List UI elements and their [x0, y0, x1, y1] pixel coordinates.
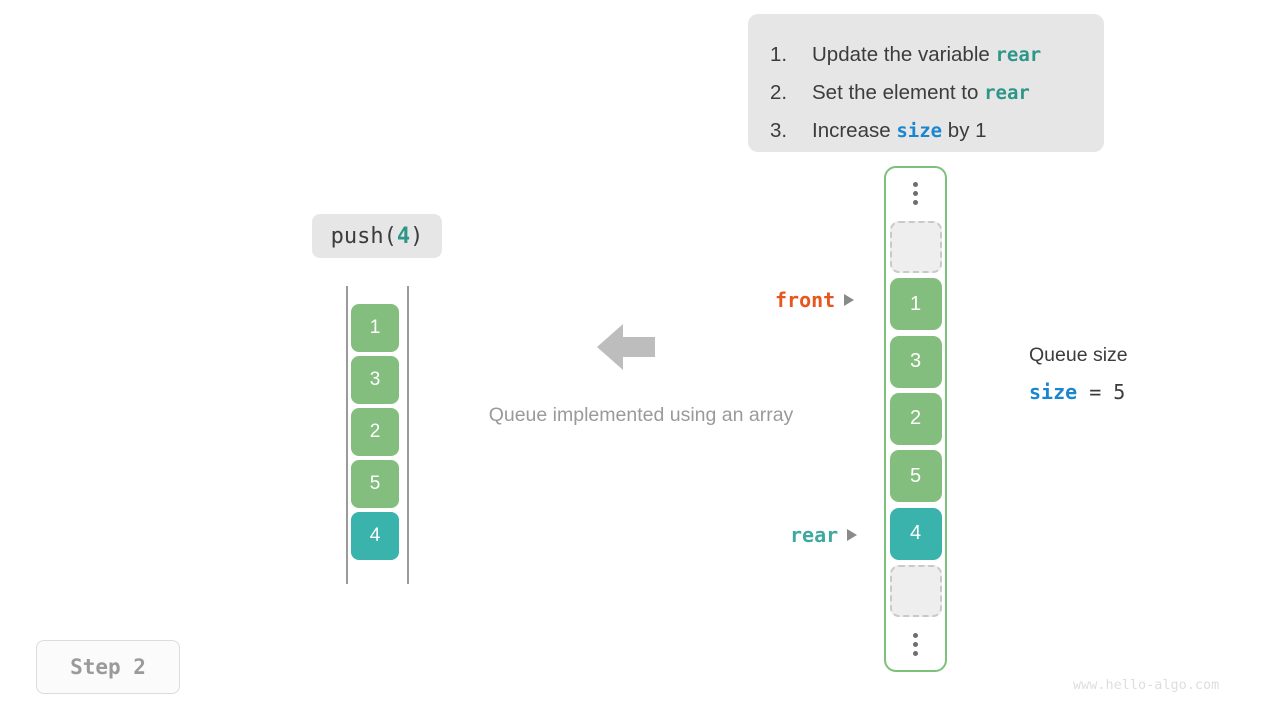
array-container: 1 3 2 5 4 [884, 166, 947, 672]
queue-cell: 2 [351, 408, 399, 456]
rear-pointer-label: rear [790, 523, 839, 547]
instruction-item: 1. Update the variable rear [748, 36, 1104, 74]
empty-cell [889, 221, 942, 274]
instruction-number: 1. [770, 43, 788, 66]
front-pointer-label: front [775, 288, 836, 312]
instruction-text: Increase [812, 119, 897, 142]
size-variable: size [1029, 380, 1078, 404]
instruction-number: 2. [770, 81, 788, 104]
instruction-item: 2. Set the element to rear [748, 74, 1104, 112]
arrow-right-icon [844, 294, 855, 306]
queue-cell: 5 [351, 460, 399, 508]
operation-close-paren: ) [410, 223, 424, 249]
queue-cell: 1 [351, 304, 399, 352]
array-slot: 4 [889, 505, 942, 562]
queue-size-title: Queue size [1029, 344, 1128, 366]
array-cell: 2 [889, 392, 942, 445]
watermark: www.hello-algo.com [1073, 677, 1220, 693]
operation-argument: 4 [396, 223, 411, 249]
size-value: = 5 [1077, 380, 1126, 404]
array-slot-empty [889, 218, 942, 275]
instruction-text-tail: by 1 [942, 119, 987, 142]
right-rail [407, 286, 409, 584]
left-arrow-icon [597, 322, 655, 372]
keyword-rear: rear [984, 82, 1030, 104]
array-cell: 5 [889, 450, 942, 503]
operation-name: push( [330, 223, 397, 249]
instruction-card: 1. Update the variable rear 2. Set the e… [748, 14, 1104, 152]
empty-cell [889, 564, 942, 617]
ellipsis-bottom-icon [913, 619, 918, 669]
array-cell: 3 [889, 335, 942, 388]
array-slot: 1 [889, 276, 942, 333]
ellipsis-top-icon [913, 168, 918, 218]
instruction-text: Set the element to [812, 81, 985, 104]
instruction-list: 1. Update the variable rear 2. Set the e… [748, 36, 1104, 150]
front-pointer: front [775, 288, 855, 312]
queue-cell-new: 4 [351, 512, 399, 560]
keyword-rear: rear [995, 44, 1042, 66]
array-slot-empty [889, 562, 942, 619]
instruction-item: 3. Increase size by 1 [748, 112, 1104, 150]
left-rail [346, 286, 348, 584]
keyword-size: size [896, 120, 943, 142]
array-slot: 3 [889, 333, 942, 390]
queue-cell: 3 [351, 356, 399, 404]
array-cell-new: 4 [889, 507, 942, 560]
left-queue-cells: 1 3 2 5 4 [351, 304, 399, 560]
rear-pointer: rear [790, 523, 858, 547]
array-slot: 2 [889, 390, 942, 447]
array-slot: 5 [889, 448, 942, 505]
instruction-number: 3. [770, 119, 788, 142]
step-badge: Step 2 [36, 640, 180, 694]
diagram-caption: Queue implemented using an array [488, 404, 794, 426]
queue-size-expression: size = 5 [1029, 380, 1125, 404]
arrow-right-icon [847, 529, 858, 541]
array-cell: 1 [889, 278, 942, 331]
operation-label: push(4) [312, 214, 442, 258]
instruction-text: Update the variable [812, 43, 996, 66]
